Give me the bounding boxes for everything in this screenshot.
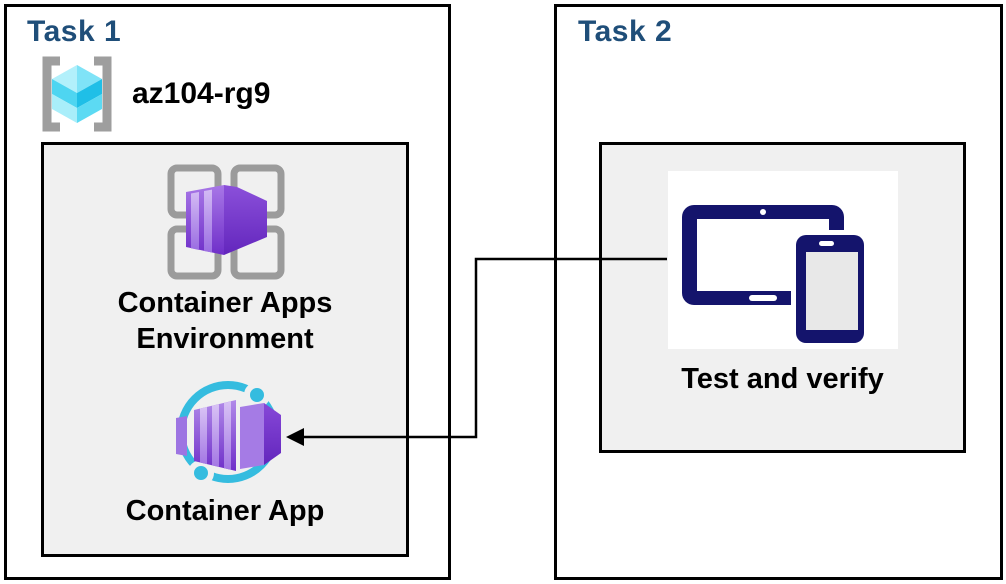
task1-box: Task 1 az104-rg9 bbox=[4, 4, 451, 580]
bracket-right bbox=[94, 56, 112, 132]
container-boxes bbox=[176, 400, 281, 471]
resource-group-icon bbox=[42, 56, 112, 132]
phone-shape bbox=[791, 230, 869, 348]
task2-box: Task 2 T bbox=[554, 4, 1003, 580]
container-apps-environment-box: Container Apps Environment bbox=[41, 142, 409, 557]
container-app-label: Container App bbox=[125, 495, 325, 527]
container-cube bbox=[186, 185, 267, 255]
test-and-verify-box: Test and verify bbox=[599, 142, 966, 453]
label-line-2: Environment bbox=[136, 323, 314, 355]
devices-icon-frame bbox=[668, 171, 898, 349]
resource-group: az104-rg9 bbox=[38, 56, 270, 132]
devices-icon bbox=[682, 205, 869, 348]
label-line-1: Container Apps bbox=[117, 287, 333, 319]
task1-title: Task 1 bbox=[27, 15, 122, 48]
container-app-icon bbox=[176, 381, 281, 486]
task2-title: Task 2 bbox=[578, 15, 673, 48]
cube-shape bbox=[52, 65, 102, 123]
bracket-left bbox=[42, 56, 60, 132]
container-apps-environment-icon bbox=[167, 164, 285, 280]
container-apps-environment-label: Container Apps Environment bbox=[44, 285, 406, 357]
test-and-verify-label: Test and verify bbox=[681, 363, 884, 395]
resource-group-name: az104-rg9 bbox=[132, 77, 271, 110]
